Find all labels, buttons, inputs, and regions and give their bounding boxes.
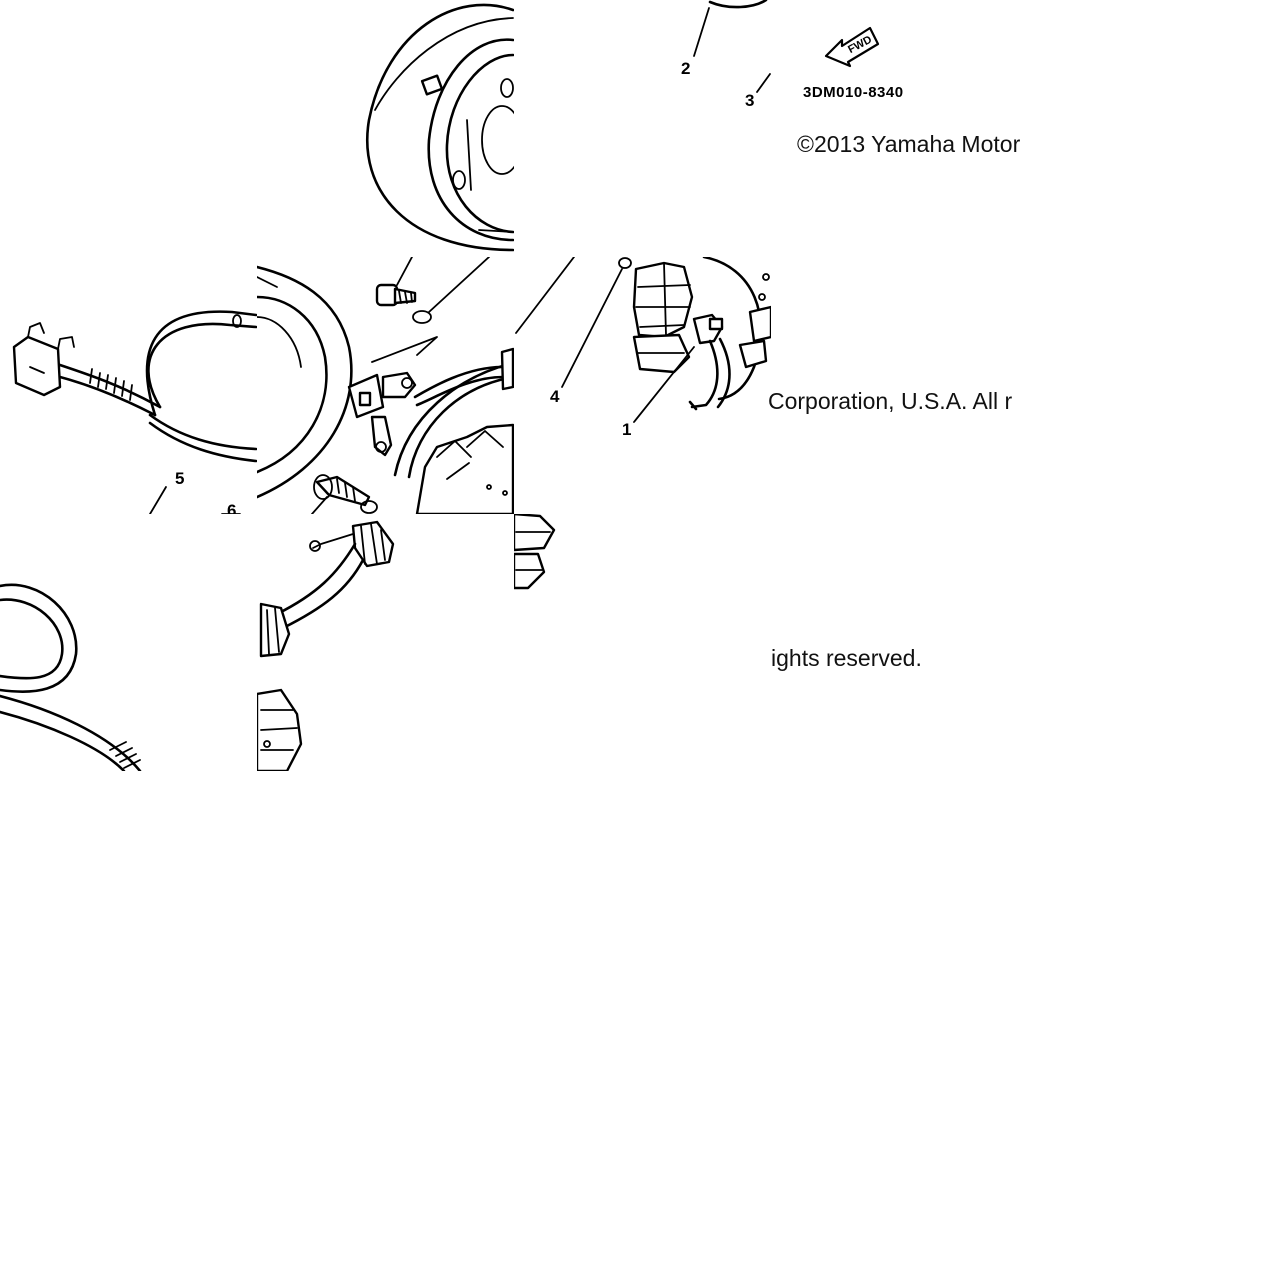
tile-harness-connector	[0, 257, 257, 514]
stator-drawing	[515, 257, 771, 423]
leader-lines	[693, 0, 771, 93]
harness-connector-drawing	[12, 310, 257, 514]
tile-stator	[514, 257, 771, 514]
harness-loop-drawing	[0, 583, 142, 771]
stator-fragment-drawing	[514, 514, 556, 590]
lead-wires-drawing	[257, 520, 395, 771]
tile-stator-fragment	[514, 514, 771, 591]
copyright-line-2: Corporation, U.S.A. All r	[768, 388, 1013, 414]
callout-2: 2	[681, 59, 691, 78]
tile-flywheel-rotor	[257, 0, 514, 257]
callout-6: 6	[227, 501, 237, 520]
flywheel-rotor-drawing	[366, 3, 514, 252]
tile-header-labels	[514, 0, 1034, 257]
fwd-arrow-icon: FWD	[824, 26, 880, 68]
callout-3: 3	[745, 91, 755, 110]
copyright-line-1: ©2013 Yamaha Motor	[797, 131, 1021, 157]
callout-5: 5	[175, 469, 185, 488]
callout-1: 1	[622, 420, 632, 439]
tile-pickup-coil	[257, 257, 514, 514]
pickup-coil-drawing	[257, 257, 514, 514]
part-code: 3DM010-8340	[803, 84, 904, 101]
copyright-line-3: ights reserved.	[771, 645, 922, 671]
tile-harness-loop	[0, 514, 257, 771]
callout-4: 4	[550, 387, 560, 406]
tile-lead-wires	[257, 514, 514, 771]
